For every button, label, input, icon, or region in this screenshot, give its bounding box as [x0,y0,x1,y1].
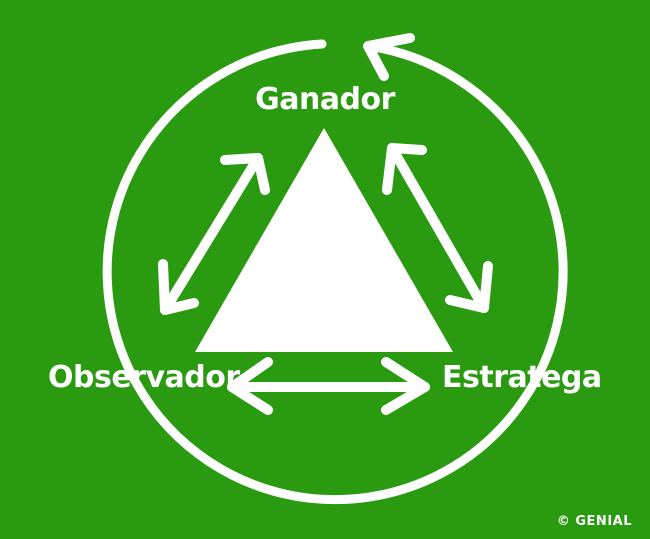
cycle-arc [102,39,568,505]
node-label-ganador: Ganador [255,82,395,117]
double-arrow-right-icon [382,143,493,313]
central-triangle [195,128,453,352]
double-arrow-left-icon [158,153,270,315]
watermark: © GENIAL [556,514,632,529]
node-label-observador: Observador [48,360,240,395]
cycle-arrowhead-icon [363,33,415,81]
double-arrow-bottom-icon [227,357,430,415]
node-label-estratega: Estratega [442,360,602,395]
